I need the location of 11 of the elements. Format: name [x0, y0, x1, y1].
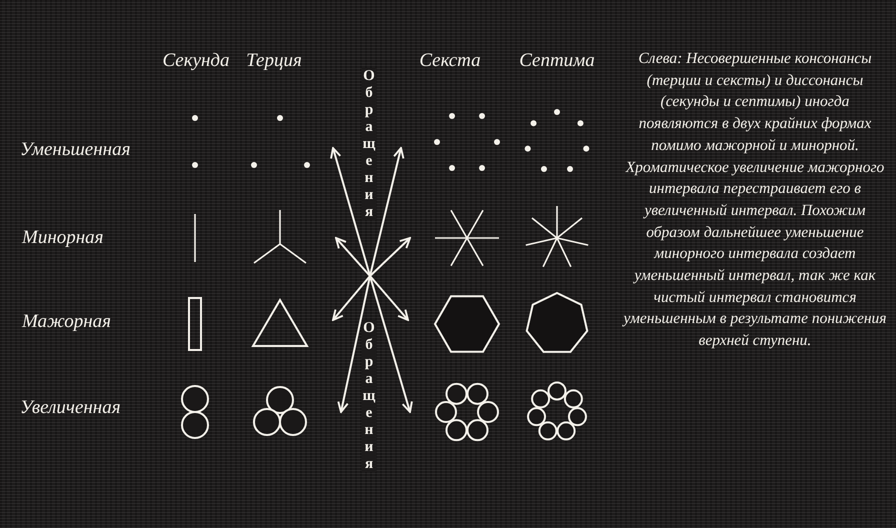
column-heading: Септима [519, 50, 595, 72]
note-text: Слева: Несовершенные консонансы (терции и сексты) и диссонансы (секунды и септимы) иногда появляются в двух крайних формах помимо мажорной и минорной. Хроматическое увеличение мажорного интервала перестраивает его в увеличенный интервал. Похожим образом дальнейшее уменьшение минорного интервала создает уменьшенный интервал, так же как чистый интервал становится уменьшенным в результате понижения верхней ступени. [622, 49, 888, 352]
row-label: Увеличенная [20, 397, 121, 419]
row-label: Уменьшенная [20, 139, 130, 161]
vertical-label: Обращения [362, 68, 376, 220]
column-heading: Терция [246, 50, 302, 72]
column-heading: Секунда [162, 50, 230, 72]
row-label: Мажорная [22, 311, 112, 333]
row-label: Минорная [22, 227, 104, 249]
vertical-label: Обращения [362, 320, 376, 472]
column-heading: Секста [419, 50, 481, 72]
